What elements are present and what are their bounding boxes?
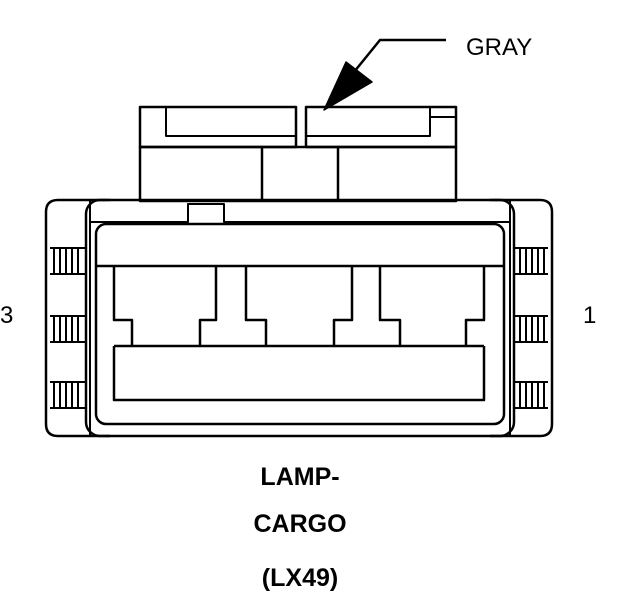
caption-line-1: LAMP- bbox=[260, 463, 340, 491]
cavity-3 bbox=[112, 266, 134, 346]
connector-side-right bbox=[490, 198, 554, 438]
terminal-cavities bbox=[112, 266, 486, 402]
cavity-2 bbox=[244, 266, 268, 346]
color-callout-label: GRAY bbox=[466, 34, 533, 61]
arrow-head-icon bbox=[323, 61, 373, 111]
pin-number-left: 3 bbox=[0, 302, 14, 329]
caption-line-3: (LX49) bbox=[261, 564, 339, 592]
connector-latch bbox=[138, 105, 458, 203]
caption-line-2: CARGO bbox=[253, 510, 347, 538]
side-ribs-right bbox=[514, 247, 548, 409]
cavity-1 bbox=[378, 266, 402, 346]
connector-side-left bbox=[44, 198, 110, 438]
callout-leader bbox=[323, 38, 446, 111]
connector-body bbox=[84, 198, 516, 438]
pin-number-right: 1 bbox=[583, 302, 597, 329]
side-ribs-left bbox=[50, 247, 86, 409]
